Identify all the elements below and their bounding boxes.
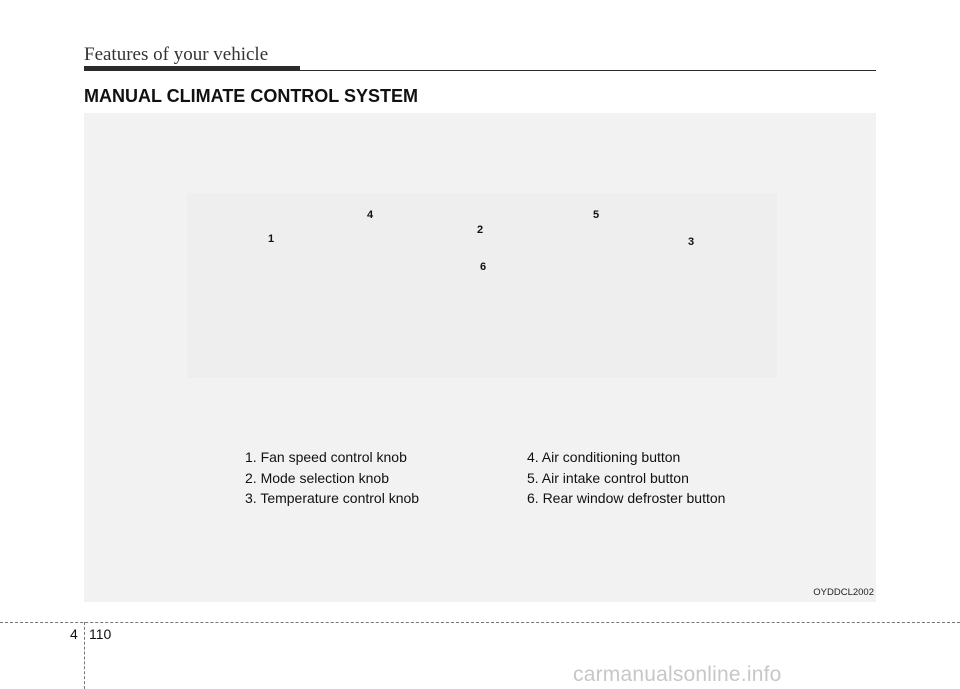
legend-item: 3. Temperature control knob <box>245 490 420 506</box>
watermark: carmanualsonline.info <box>573 663 782 686</box>
page-number: 110 <box>89 626 112 642</box>
legend-left-column: 1. Fan speed control knob 2. Mode select… <box>245 447 419 509</box>
header-rule-thin <box>300 70 876 71</box>
legend-right-column: 4. Air conditioning button 5. Air intake… <box>527 447 725 509</box>
legend-item: 4. Air conditioning button <box>527 449 681 465</box>
callout-4: 4 <box>367 209 374 221</box>
legend-item: 5. Air intake control button <box>527 469 689 486</box>
callout-1: 1 <box>268 233 275 245</box>
callout-3: 3 <box>688 236 695 248</box>
header-rule-thick <box>84 66 300 71</box>
figure-panel: 4 1 2 6 5 3 1. Fan speed control knob 2.… <box>84 113 876 602</box>
callout-5: 5 <box>593 209 600 221</box>
legend-item: 6. Rear window defroster button <box>527 490 726 506</box>
climate-control-illustration: 4 1 2 6 5 3 <box>187 193 777 378</box>
section-title: MANUAL CLIMATE CONTROL SYSTEM <box>84 86 418 106</box>
legend-item: 1. Fan speed control knob <box>245 449 407 465</box>
callout-2: 2 <box>477 224 484 236</box>
callout-6: 6 <box>480 261 487 273</box>
chapter-number: 4 <box>70 626 78 642</box>
legend-item: 2. Mode selection knob <box>245 469 389 486</box>
footer-dashed-divider <box>84 622 85 689</box>
footer-dashed-rule <box>0 622 960 623</box>
image-code: OYDDCL2002 <box>813 587 874 598</box>
running-header: Features of your vehicle <box>84 44 269 65</box>
